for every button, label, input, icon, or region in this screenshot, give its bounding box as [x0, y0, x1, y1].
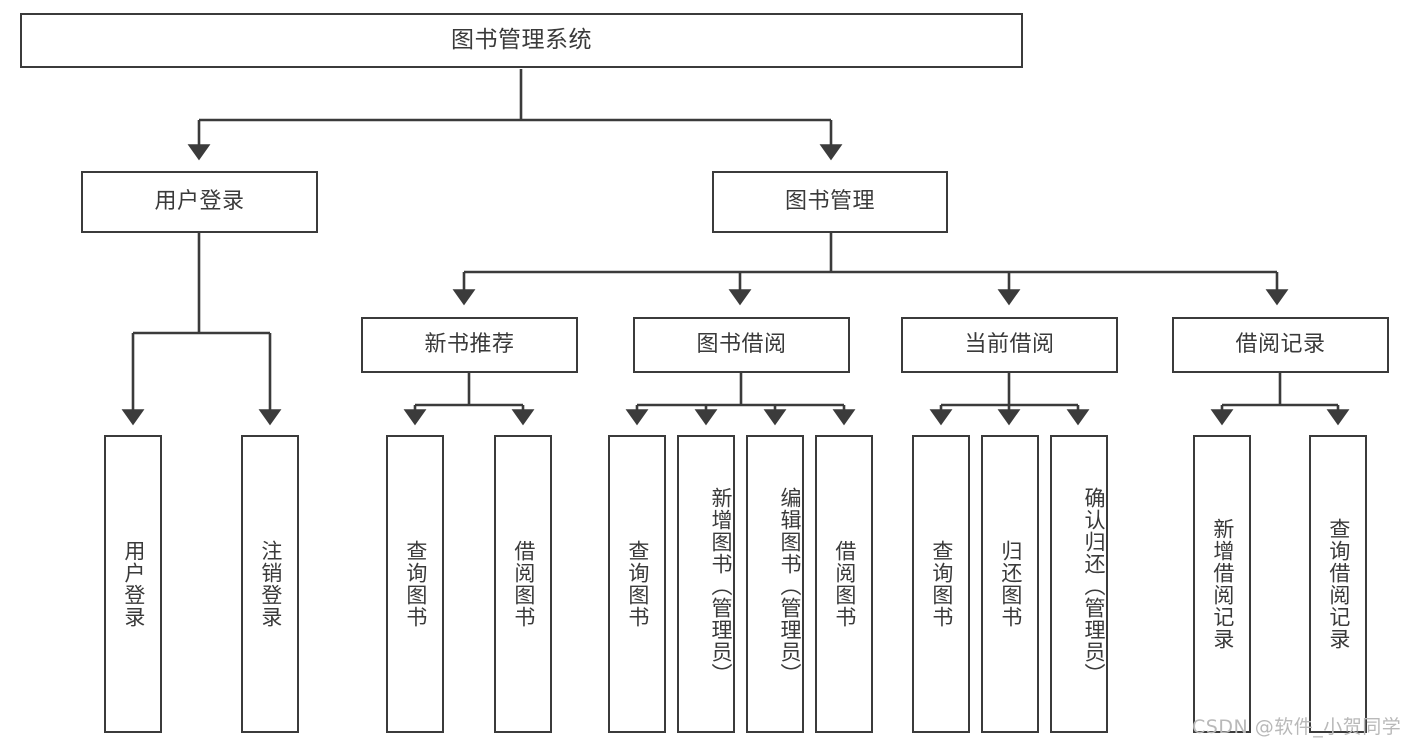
node-leaf-add-book[interactable]: 新增图书（管理员）: [677, 435, 735, 733]
node-leaf-confirm-return[interactable]: 确认归还（管理员）: [1050, 435, 1108, 733]
node-book-management-label: 图书管理: [784, 188, 875, 214]
node-new-book-recommend-label: 新书推荐: [424, 331, 515, 357]
node-leaf-query-book-1[interactable]: 查询图书: [386, 435, 444, 733]
node-leaf-add-record-label: 新增借阅记录: [1210, 518, 1235, 650]
watermark-text: CSDN @软件_小贺同学: [1192, 716, 1402, 738]
node-leaf-query-record[interactable]: 查询借阅记录: [1309, 435, 1367, 733]
node-leaf-logout-login-label: 注销登录: [258, 540, 283, 628]
node-leaf-edit-book[interactable]: 编辑图书（管理员）: [746, 435, 804, 733]
node-root-label: 图书管理系统: [451, 26, 592, 53]
node-leaf-query-record-label: 查询借阅记录: [1326, 518, 1351, 650]
node-leaf-borrow-book-2-label: 借阅图书: [832, 540, 857, 628]
node-leaf-edit-book-label: 编辑图书（管理员）: [778, 487, 802, 685]
node-leaf-return-book[interactable]: 归还图书: [981, 435, 1039, 733]
node-leaf-query-book-2-label: 查询图书: [625, 540, 650, 628]
node-book-management[interactable]: 图书管理: [712, 171, 948, 233]
node-root[interactable]: 图书管理系统: [20, 13, 1023, 68]
node-user-login-label: 用户登录: [154, 188, 245, 214]
node-leaf-borrow-book-1-label: 借阅图书: [511, 540, 536, 628]
node-new-book-recommend[interactable]: 新书推荐: [361, 317, 578, 373]
node-leaf-user-login[interactable]: 用户登录: [104, 435, 162, 733]
node-leaf-logout-login[interactable]: 注销登录: [241, 435, 299, 733]
node-leaf-add-record[interactable]: 新增借阅记录: [1193, 435, 1251, 733]
node-leaf-query-book-2[interactable]: 查询图书: [608, 435, 666, 733]
node-leaf-borrow-book-1[interactable]: 借阅图书: [494, 435, 552, 733]
node-borrow-record-label: 借阅记录: [1235, 331, 1326, 357]
node-borrow-record[interactable]: 借阅记录: [1172, 317, 1389, 373]
node-user-login[interactable]: 用户登录: [81, 171, 318, 233]
node-current-borrow[interactable]: 当前借阅: [901, 317, 1118, 373]
node-leaf-query-book-1-label: 查询图书: [403, 540, 428, 628]
node-leaf-user-login-label: 用户登录: [121, 540, 146, 628]
node-leaf-query-book-3-label: 查询图书: [929, 540, 954, 628]
node-current-borrow-label: 当前借阅: [964, 331, 1055, 357]
node-leaf-borrow-book-2[interactable]: 借阅图书: [815, 435, 873, 733]
node-book-borrow[interactable]: 图书借阅: [633, 317, 850, 373]
node-leaf-query-book-3[interactable]: 查询图书: [912, 435, 970, 733]
node-leaf-add-book-label: 新增图书（管理员）: [709, 487, 733, 685]
node-leaf-confirm-return-label: 确认归还（管理员）: [1082, 487, 1106, 685]
node-leaf-return-book-label: 归还图书: [998, 540, 1023, 628]
node-book-borrow-label: 图书借阅: [696, 331, 787, 357]
